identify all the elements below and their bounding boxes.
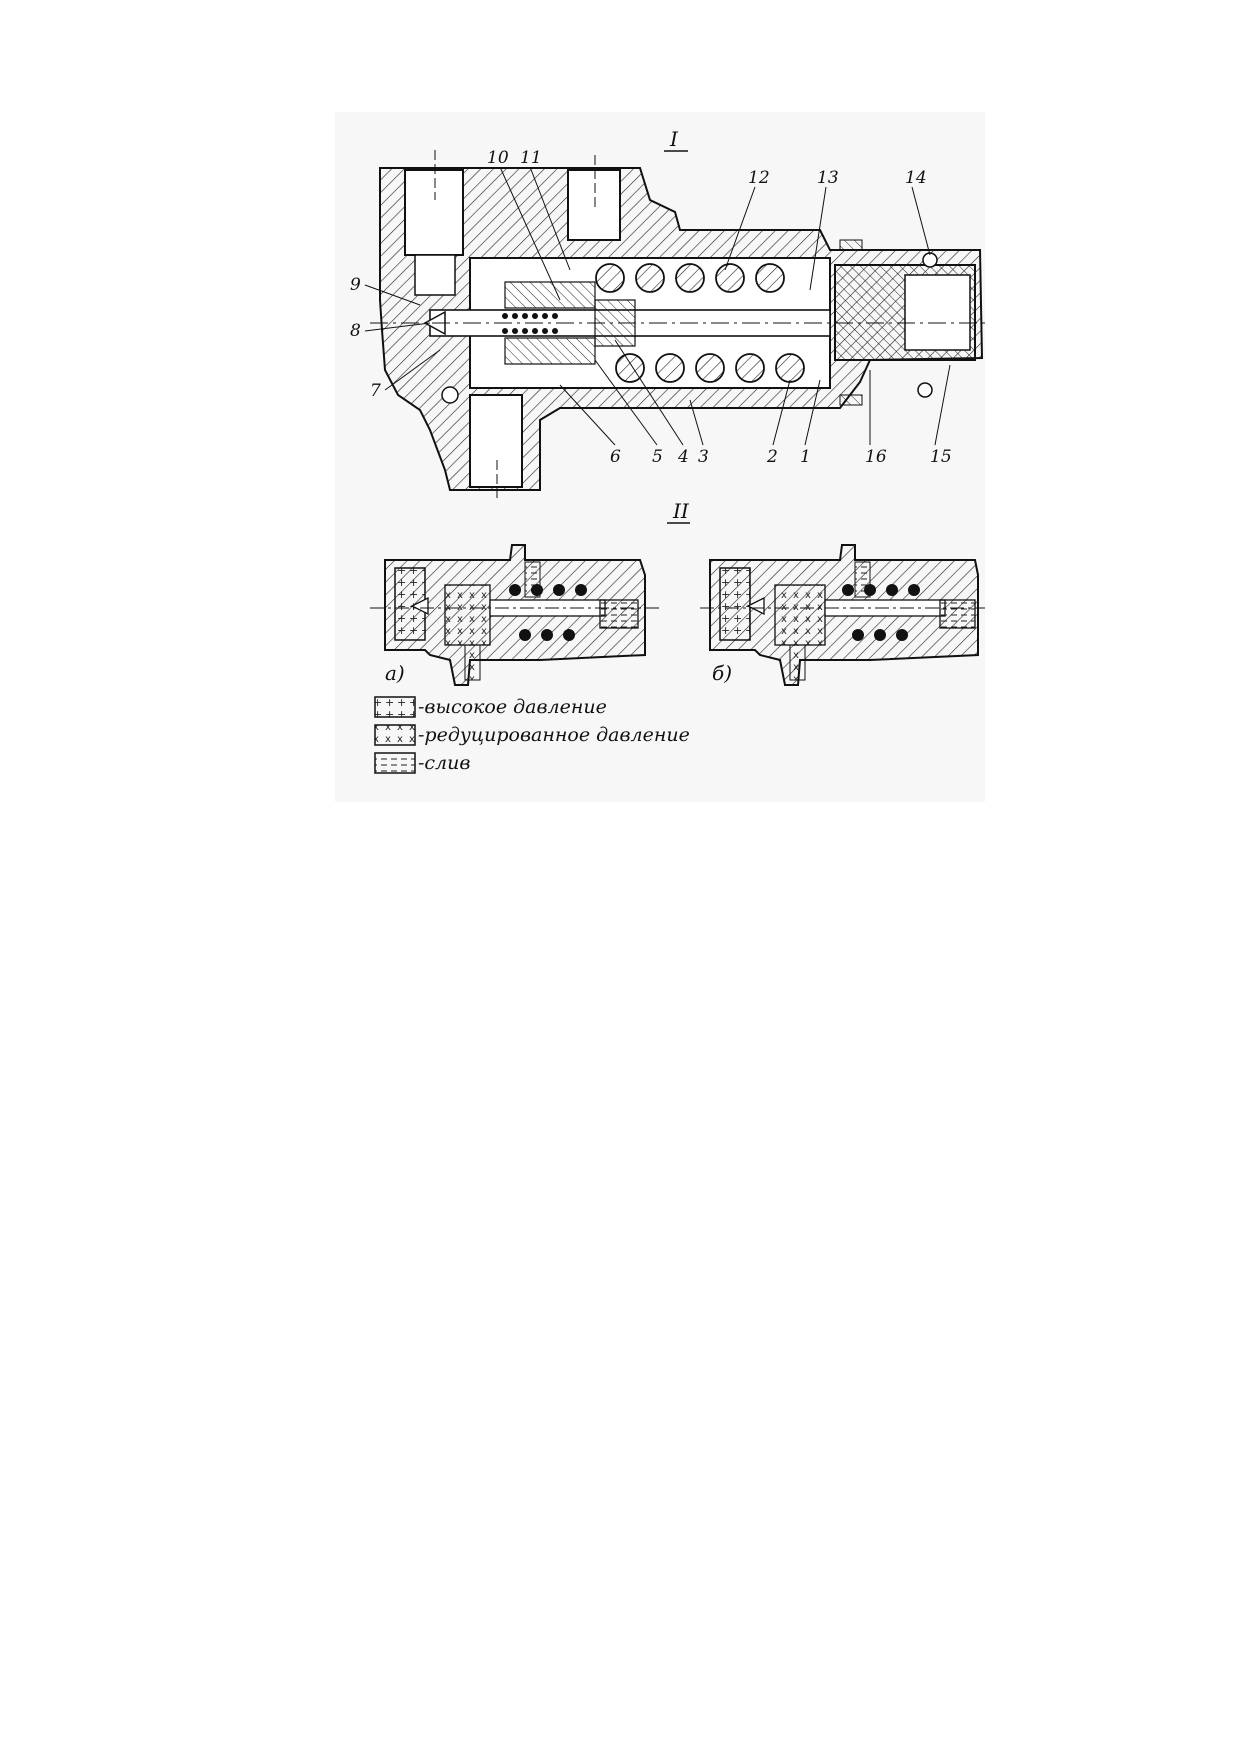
part-label-3: 3 bbox=[698, 447, 709, 467]
part-label-11: 11 bbox=[520, 148, 542, 168]
part-label-12: 12 bbox=[748, 168, 770, 188]
part-number-labels: 1 2 3 4 5 6 7 8 9 10 11 12 13 14 15 16 bbox=[350, 148, 952, 467]
main-spring bbox=[595, 263, 805, 383]
leader-lines bbox=[364, 166, 951, 446]
part-label-7: 7 bbox=[370, 381, 381, 401]
subfigure-b-diagram: б) bbox=[700, 544, 985, 686]
subfigure-b-label: б) bbox=[712, 661, 732, 685]
section-one-title: I bbox=[669, 127, 679, 151]
figure-one-section-view: I bbox=[350, 127, 985, 500]
part-label-4: 4 bbox=[677, 447, 689, 467]
part-label-5: 5 bbox=[652, 447, 663, 467]
subfigure-a-label: а) bbox=[385, 661, 405, 685]
part-label-2: 2 bbox=[766, 447, 778, 467]
legend-swatch-drain bbox=[374, 752, 416, 774]
small-spring bbox=[502, 313, 558, 334]
part-label-13: 13 bbox=[817, 168, 839, 188]
part-label-14: 14 bbox=[905, 168, 927, 188]
section-two-title: II bbox=[672, 499, 690, 523]
legend-high-pressure: -высокое давление bbox=[418, 696, 607, 718]
legend-swatch-high-pressure bbox=[374, 696, 416, 718]
legend: -высокое давление -редуцированное давлен… bbox=[374, 696, 690, 774]
legend-swatch-reduced-pressure bbox=[374, 724, 416, 746]
part-label-8: 8 bbox=[350, 321, 361, 341]
upper-left-port bbox=[404, 169, 464, 256]
legend-drain: -слив bbox=[418, 752, 470, 774]
part-label-16: 16 bbox=[865, 447, 887, 467]
part-label-9: 9 bbox=[350, 275, 361, 295]
subfigure-a-diagram: а) bbox=[370, 544, 660, 686]
part-label-1: 1 bbox=[800, 447, 811, 467]
part-label-15: 15 bbox=[930, 447, 952, 467]
part-label-6: 6 bbox=[610, 447, 621, 467]
legend-reduced-pressure: -редуцированное давление bbox=[418, 724, 690, 746]
upper-middle-port bbox=[567, 169, 621, 241]
part-label-10: 10 bbox=[487, 148, 509, 168]
lower-port bbox=[469, 394, 523, 488]
